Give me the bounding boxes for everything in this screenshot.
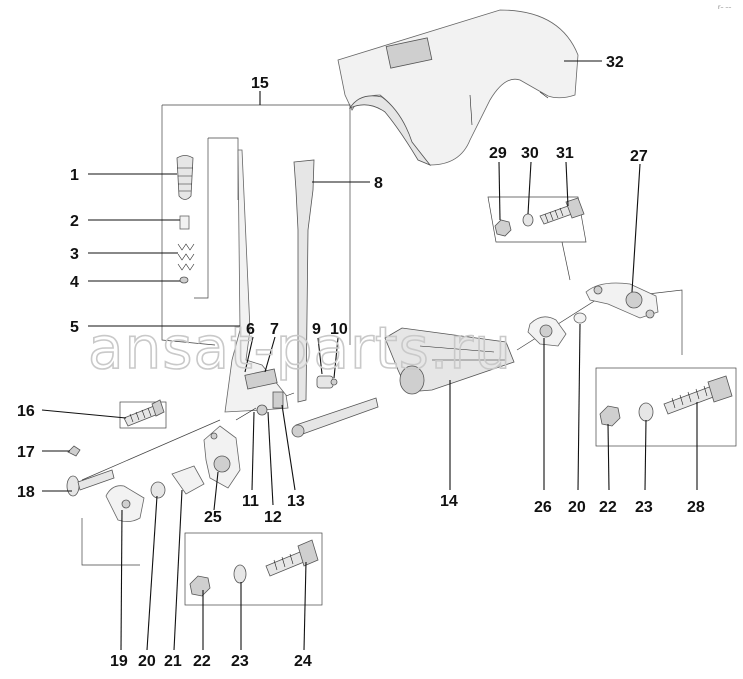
callout-label: 15 [251,75,269,92]
callout-label: 30 [521,145,539,162]
callout-label: 32 [606,54,624,71]
cover-part [337,9,579,166]
callout-label: 20 [138,653,156,670]
group-frame-15 [161,104,351,346]
callout-label: 4 [70,274,79,291]
callout-label: 6 [246,321,255,338]
callout-label: 9 [312,321,321,338]
left-lower-group [66,399,241,566]
callout-label: 13 [287,493,305,510]
callout-label: 7 [270,321,279,338]
callout-label: 28 [687,499,705,516]
callout-label: 22 [193,653,211,670]
tube-part-14 [384,327,515,395]
callout-label: 25 [204,509,222,526]
box-right-22-28 [595,367,737,447]
callout-label: 11 [242,493,259,510]
callout-label: 5 [70,319,79,336]
leader-lines [41,60,698,651]
box-bottom-22-24 [184,532,323,606]
callout-label: 20 [568,499,586,516]
watermark: ansat-parts.ru [88,314,512,382]
right-upper-group [516,282,683,355]
callout-label: 26 [534,499,552,516]
callout-label: 21 [164,653,182,670]
callout-label: 23 [231,653,249,670]
callout-label: 8 [374,175,383,192]
callout-label: 10 [330,321,348,338]
callout-label: 31 [556,145,574,162]
box-29-31 [487,196,587,281]
callout-label: 23 [635,499,653,516]
spring-parts [176,155,195,284]
callout-label: 3 [70,246,79,263]
callout-label: 19 [110,653,128,670]
callout-label: 16 [17,403,35,420]
callout-label: 12 [264,509,282,526]
callout-label: 29 [489,145,507,162]
callout-label: 18 [17,484,35,501]
callout-labels: 1 2 3 4 5 6 7 8 9 10 11 12 13 14 15 16 1… [17,54,705,670]
callout-label: 24 [294,653,312,670]
callout-label: 14 [440,493,458,510]
callout-label: 1 [70,167,79,184]
callout-label: 17 [17,444,35,461]
callout-label: 2 [70,213,79,230]
callout-label: 22 [599,499,617,516]
corner-mark: r– –– [718,4,731,11]
lever-assembly [224,149,379,438]
callout-label: 27 [630,148,648,165]
